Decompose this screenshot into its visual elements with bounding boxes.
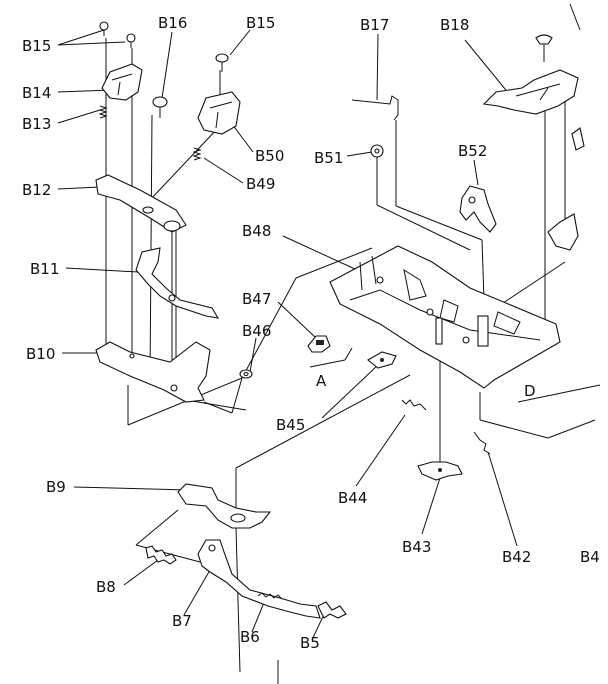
washer-icon <box>239 369 253 379</box>
label-b12: B12 <box>22 181 51 199</box>
label-b18: B18 <box>440 16 469 34</box>
label-b43: B43 <box>402 538 431 556</box>
bracket-icon <box>101 63 143 101</box>
bracket-icon <box>95 341 211 403</box>
screw-icon <box>99 21 109 36</box>
lever-icon <box>135 247 220 319</box>
label-b16: B16 <box>158 14 187 32</box>
label-b48: B48 <box>242 222 271 240</box>
label-b45: B45 <box>276 416 305 434</box>
label-b-edge: B4 <box>580 548 600 566</box>
spring-icon <box>98 105 108 119</box>
spring-icon <box>317 601 347 619</box>
screw-icon <box>126 33 136 48</box>
label-b7: B7 <box>172 612 192 630</box>
spring-icon <box>192 147 202 161</box>
label-b9: B9 <box>46 478 66 496</box>
label-b15-top: B15 <box>22 37 51 55</box>
label-b10: B10 <box>26 345 55 363</box>
label-b44: B44 <box>338 489 367 507</box>
part-labels: B15 B16 B15 B17 B18 B14 B13 B50 B51 B52 … <box>22 14 600 652</box>
label-b17: B17 <box>360 16 389 34</box>
screw-icon <box>152 96 168 118</box>
label-b5: B5 <box>300 634 320 652</box>
spring-icon <box>257 592 283 600</box>
spring-icon <box>401 399 427 411</box>
label-b13: B13 <box>22 115 51 133</box>
screw-icon <box>215 53 229 72</box>
label-b15-mid: B15 <box>246 14 275 32</box>
label-b14: B14 <box>22 84 51 102</box>
label-a: A <box>316 372 327 390</box>
bracket-icon <box>547 127 585 251</box>
bracket-icon <box>482 69 579 115</box>
chassis-icon <box>329 245 561 389</box>
label-b51: B51 <box>314 149 343 167</box>
bracket-icon <box>197 539 321 619</box>
bracket-icon <box>95 174 187 233</box>
label-b42: B42 <box>502 548 531 566</box>
washer-icon <box>370 144 384 158</box>
label-b47: B47 <box>242 290 271 308</box>
bracket-icon <box>307 335 331 353</box>
label-b11: B11 <box>30 260 59 278</box>
screw-icon <box>535 34 553 62</box>
label-b49: B49 <box>246 175 275 193</box>
spring-icon <box>145 545 177 565</box>
bracket-icon <box>197 91 241 135</box>
lever-icon <box>459 185 497 233</box>
lever-icon <box>417 461 463 481</box>
spring-icon <box>473 431 491 455</box>
lever-icon <box>351 95 399 121</box>
bracket-icon <box>177 483 272 529</box>
leader-lines <box>57 3 601 684</box>
label-d: D <box>524 382 536 400</box>
label-b8: B8 <box>96 578 116 596</box>
lever-icon <box>367 351 397 369</box>
label-b6: B6 <box>240 628 260 646</box>
label-b50: B50 <box>255 147 284 165</box>
label-b52: B52 <box>458 142 487 160</box>
label-b46: B46 <box>242 322 271 340</box>
